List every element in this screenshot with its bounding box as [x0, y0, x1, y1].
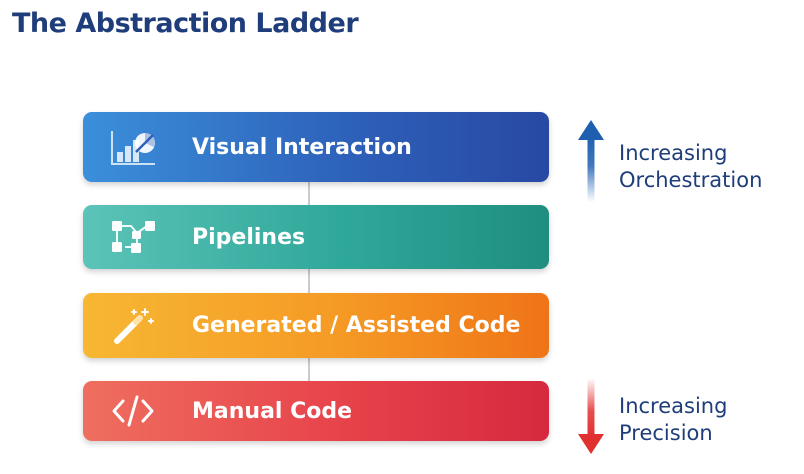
rung-manual-code: Manual Code — [83, 381, 549, 441]
page-title: The Abstraction Ladder — [12, 8, 359, 39]
precision-label-line2: Precision — [619, 421, 713, 445]
orchestration-label: Increasing Orchestration — [619, 140, 762, 194]
orchestration-label-line1: Increasing — [619, 141, 728, 165]
arrow-up-icon — [578, 120, 604, 202]
rung-generated-assisted-code: Generated / Assisted Code — [83, 293, 549, 358]
rung-label: Manual Code — [192, 398, 353, 424]
pipeline-icon — [109, 216, 157, 258]
chart-icon — [109, 126, 157, 168]
ladder-connector — [308, 358, 310, 381]
precision-label: Increasing Precision — [619, 393, 727, 447]
rung-label: Pipelines — [192, 224, 306, 250]
rung-pipelines: Pipelines — [83, 205, 549, 269]
rung-label: Visual Interaction — [192, 134, 412, 160]
rung-visual-interaction: Visual Interaction — [83, 112, 549, 182]
code-brackets-icon — [109, 390, 157, 432]
ladder-connector — [308, 182, 310, 205]
precision-label-line1: Increasing — [619, 394, 728, 418]
ladder-connector — [308, 269, 310, 293]
arrow-down-icon — [578, 378, 604, 454]
magic-wand-icon — [109, 305, 157, 347]
orchestration-label-line2: Orchestration — [619, 168, 763, 192]
rung-label: Generated / Assisted Code — [192, 313, 521, 338]
